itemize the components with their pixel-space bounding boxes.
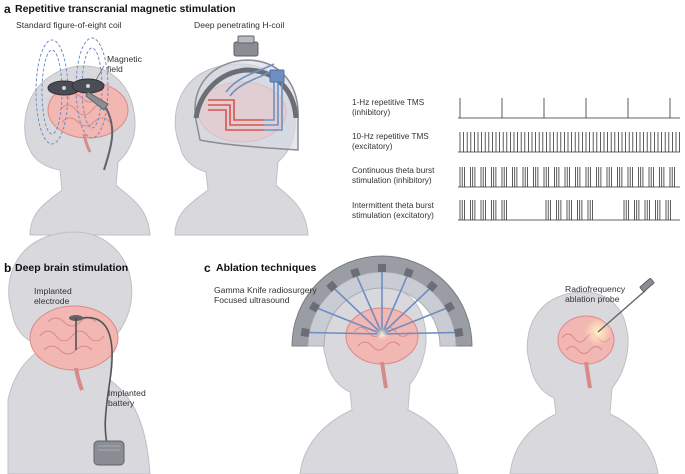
collimator-5 [403,267,414,278]
dbs-battery [93,440,125,466]
beam-1 [314,306,383,335]
beam-8 [381,331,459,335]
panel-a-letter: a [4,2,11,16]
coil1-label: Standard figure-of-eight coil [16,20,122,30]
pattern-label-10hz: 10-Hz repetitive TMS (excitatory) [352,132,429,151]
collimator-3 [350,267,361,278]
head-h-coil [174,35,309,236]
collimator-1 [308,301,320,313]
gamma-knife-label: Gamma Knife radiosurgery Focused ultraso… [214,285,317,305]
pattern-label-ctbs: Continuous theta burst stimulation (inhi… [352,166,435,185]
electrode-label: Implanted electrode [34,286,72,306]
collimator-6 [426,280,438,292]
head-dbs [7,231,151,474]
beam-0 [305,331,383,335]
beam-3 [354,272,383,335]
panel-b-title: Deep brain stimulation [15,262,129,274]
pulse-trains [458,98,680,221]
pattern-label-1hz: 1-Hz repetitive TMS (inhibitory) [352,98,425,117]
beam-6 [381,285,433,335]
beam-5 [381,272,410,335]
beam-7 [381,306,450,335]
panel-c-letter: c [204,261,211,275]
head-gamma-knife [291,255,473,474]
h-coil-cap [233,41,259,57]
magnetic-field-label: Magnetic field [107,54,142,74]
rf-probe [597,278,655,333]
panel-b-letter: b [4,261,12,275]
beam-2 [331,285,383,335]
collimator-2 [326,280,338,292]
panel-c-title: Ablation techniques [216,262,317,274]
collimator-0 [300,327,310,338]
dbs-electrode [69,315,113,451]
collimator-4 [378,264,386,272]
panel-a-title: Repetitive transcranial magnetic stimula… [15,3,236,15]
head-figure-eight [24,37,151,236]
coil2-label: Deep penetrating H-coil [194,20,285,30]
pattern-label-itbs: Intermittent theta burst stimulation (ex… [352,201,434,220]
battery-label: Implanted battery [108,388,146,408]
collimator-8 [454,327,464,338]
head-rf-ablation [509,278,659,474]
collimator-7 [444,301,456,313]
rf-ablation-label: Radiofrequency ablation probe [565,284,626,304]
figure-eight-coil [47,78,114,171]
radiation-beams [300,264,464,338]
